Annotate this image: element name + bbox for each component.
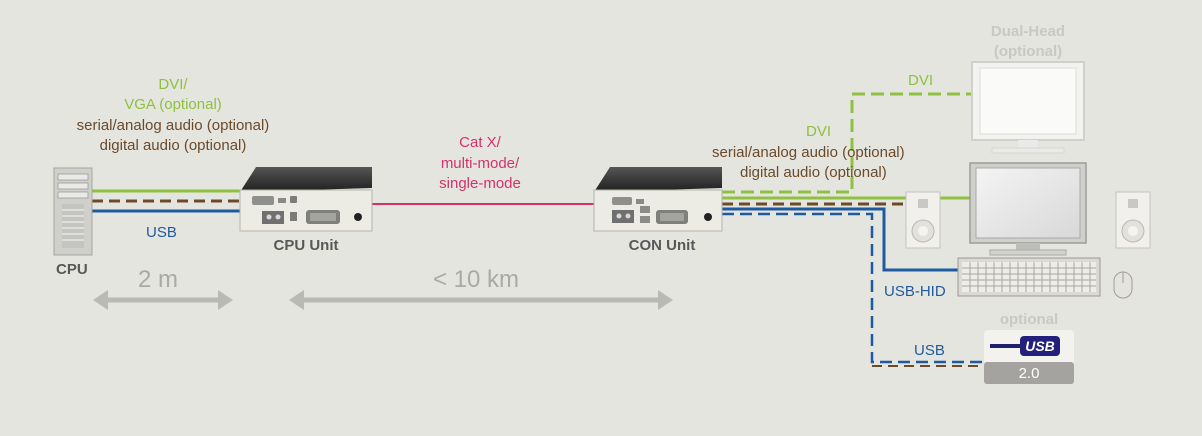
distance-arrow-short (93, 290, 233, 310)
con-unit-device-icon (593, 167, 723, 232)
usb-hid-cable (722, 207, 960, 272)
dual-head-dvi-cable (722, 92, 974, 194)
right-speaker-icon (1115, 191, 1151, 249)
dual-head-title: Dual-Head (990, 23, 1066, 40)
con-digital-audio-label: digital audio (optional) (740, 164, 887, 181)
cpu-serial-audio-label: serial/analog audio (optional) (76, 117, 270, 134)
dual-head-monitor-icon (971, 61, 1085, 154)
cpu-unit-label: CPU Unit (273, 237, 339, 254)
distance-arrow-long (289, 290, 673, 310)
left-speaker-icon (905, 191, 941, 249)
con-cables (722, 92, 984, 367)
distance-short-label: 2 m (138, 266, 179, 293)
mouse-icon (1113, 271, 1133, 299)
monitor-icon (969, 162, 1087, 256)
distance-long-label: < 10 km (433, 266, 520, 293)
usb-logo-text: USB (1025, 338, 1055, 354)
keyboard-icon (957, 257, 1101, 297)
usb-hid-label: USB-HID (884, 283, 946, 300)
optional-usb-cable (722, 212, 984, 364)
fiber-catx-label: Cat X/ (459, 134, 501, 151)
cpu-cables (92, 189, 244, 213)
usb-2-logo-icon (984, 330, 1074, 384)
dual-head-optional: (optional) (993, 43, 1063, 60)
con-dvi-label: DVI (806, 123, 832, 140)
cpu-vga-label: VGA (optional) (124, 96, 222, 113)
cpu-label: CPU (56, 261, 88, 278)
dual-head-dvi-label: DVI (908, 72, 934, 89)
con-usb-label: USB (914, 342, 945, 359)
cpu-tower-icon (53, 167, 93, 256)
cpu-digital-audio-label: digital audio (optional) (99, 137, 247, 154)
con-unit-label: CON Unit (628, 237, 696, 254)
cpu-unit-device-icon (239, 167, 373, 232)
fiber-singlemode-label: single-mode (439, 175, 521, 192)
usb-version-label: 2.0 (1018, 365, 1040, 382)
fiber-multimode-label: multi-mode/ (440, 155, 520, 172)
con-serial-audio-label: serial/analog audio (optional) (712, 144, 905, 161)
cpu-dvi-label: DVI/ (158, 76, 188, 93)
usb-optional-label: optional (999, 311, 1059, 328)
cpu-usb-label: USB (146, 224, 177, 241)
